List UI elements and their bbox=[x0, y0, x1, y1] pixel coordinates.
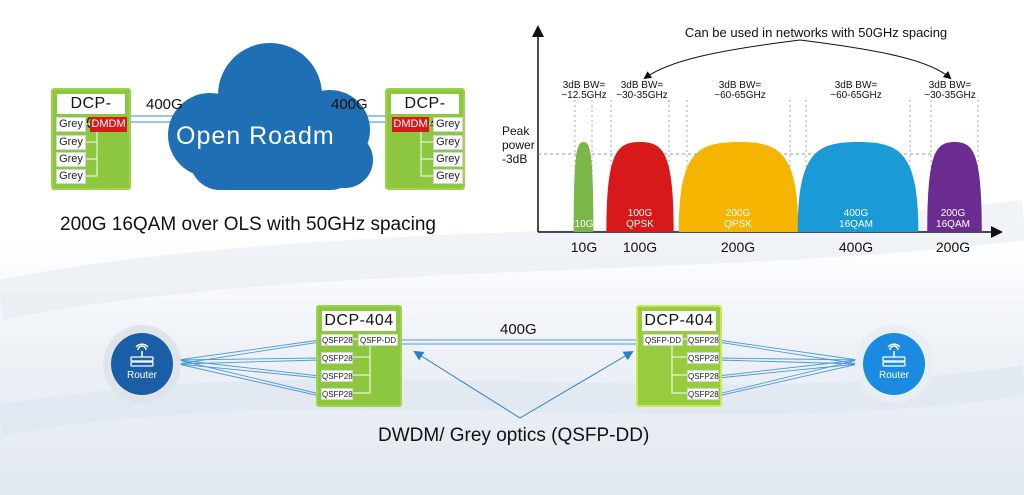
spectrum-channel-2 bbox=[606, 142, 674, 232]
spectrum-chart: Can be used in networks with 50GHz spaci… bbox=[502, 25, 1003, 255]
annotation-arrow-left bbox=[643, 39, 801, 80]
cloud-shape bbox=[168, 43, 373, 190]
spectrum-channel-4 bbox=[797, 142, 919, 232]
spectrum-channel-1 bbox=[573, 142, 594, 232]
bw-label: ~30-35GHz bbox=[924, 90, 975, 101]
axis-label: 400G bbox=[839, 239, 873, 255]
channel-inner-label: 400G bbox=[844, 208, 869, 219]
top-left-caption: 200G 16QAM over OLS with 50GHz spacing bbox=[60, 214, 436, 235]
link-label-left: 400G bbox=[146, 96, 183, 113]
port-qsfp28: QSFP28 bbox=[321, 370, 353, 382]
dcp-title: DCP-404 bbox=[642, 311, 716, 331]
peak-label-2: power bbox=[502, 138, 535, 152]
open-roadm-links bbox=[130, 43, 394, 190]
bottom-caption: DWDM/ Grey optics (QSFP-DD) bbox=[378, 425, 650, 446]
bw-label: ~60-65GHz bbox=[830, 90, 881, 101]
router-disc bbox=[863, 333, 925, 395]
port-qsfp28: QSFP28 bbox=[687, 334, 719, 346]
router-right: Router bbox=[855, 325, 933, 403]
dcp-404-top-left: DCP-404 Grey Grey Grey Grey DMDM bbox=[51, 88, 131, 190]
peak-label-1: Peak bbox=[502, 124, 530, 138]
router-disc bbox=[111, 333, 173, 395]
dmdm-module: DMDM bbox=[392, 117, 429, 132]
bottom-links bbox=[177, 339, 859, 419]
spectrum-channel-5 bbox=[927, 142, 982, 232]
port-grey: Grey bbox=[433, 117, 463, 132]
spectrum-annotation: Can be used in networks with 50GHz spaci… bbox=[685, 25, 947, 40]
bw-label: 3dB BW= bbox=[835, 80, 878, 91]
port-qsfp-dd: QSFP-DD bbox=[643, 334, 683, 346]
port-grey: Grey bbox=[433, 152, 463, 167]
dcp-title: DCP-404 bbox=[322, 311, 396, 331]
router-label: Router bbox=[878, 370, 909, 381]
port-qsfp28: QSFP28 bbox=[321, 388, 353, 400]
router-left: Router bbox=[103, 325, 181, 403]
port-qsfp28: QSFP28 bbox=[321, 334, 353, 346]
port-grey: Grey bbox=[56, 169, 86, 184]
bw-label: ~12.5GHz bbox=[561, 90, 606, 101]
router-icon bbox=[130, 343, 154, 367]
bw-label: ~60-65GHz bbox=[714, 90, 765, 101]
channel-inner-label: 200G bbox=[726, 208, 751, 219]
port-grey: Grey bbox=[433, 169, 463, 184]
channel-inner-label: 100G bbox=[628, 208, 653, 219]
bw-label: 3dB BW= bbox=[929, 80, 972, 91]
bw-label: 3dB BW= bbox=[563, 80, 606, 91]
dcp-404-top-right: DCP-404 DMDM Grey Grey Grey Grey bbox=[385, 88, 465, 190]
peak-label-3: -3dB bbox=[502, 152, 527, 166]
port-qsfp-dd: QSFP-DD bbox=[358, 334, 398, 346]
bw-label: 3dB BW= bbox=[719, 80, 762, 91]
axis-label: 10G bbox=[571, 239, 597, 255]
port-qsfp28: QSFP28 bbox=[321, 352, 353, 364]
axis-label: 200G bbox=[936, 239, 970, 255]
port-grey: Grey bbox=[433, 135, 463, 150]
bw-label: 3dB BW= bbox=[621, 80, 664, 91]
router-label: Router bbox=[126, 370, 157, 381]
port-grey: Grey bbox=[56, 135, 86, 150]
link-label-right: 400G bbox=[331, 96, 368, 113]
router-icon bbox=[882, 343, 906, 367]
axis-label: 200G bbox=[721, 239, 755, 255]
channel-inner-label: 10G bbox=[575, 219, 594, 230]
bw-label: ~30-35GHz bbox=[616, 90, 667, 101]
port-qsfp28: QSFP28 bbox=[687, 370, 719, 382]
channel-inner-label: 16QAM bbox=[839, 219, 873, 230]
spectrum-channel-3 bbox=[678, 142, 799, 232]
bottom-link-label: 400G bbox=[500, 321, 537, 338]
channel-inner-label: QPSK bbox=[724, 219, 752, 230]
channel-inner-label: QPSK bbox=[626, 219, 654, 230]
port-qsfp28: QSFP28 bbox=[687, 352, 719, 364]
axis-label: 100G bbox=[623, 239, 657, 255]
channel-inner-label: 16QAM bbox=[936, 219, 970, 230]
dcp-404-bottom-left: DCP-404 QSFP28 QSFP28 QSFP28 QSFP28 QSFP… bbox=[316, 305, 402, 407]
port-qsfp28: QSFP28 bbox=[687, 388, 719, 400]
cloud-label: Open Roadm bbox=[176, 122, 335, 150]
dcp-404-bottom-right: DCP-404 QSFP-DD QSFP28 QSFP28 QSFP28 QSF… bbox=[636, 305, 722, 407]
annotation-arrow-right bbox=[799, 39, 952, 80]
port-grey: Grey bbox=[56, 117, 86, 132]
channel-inner-label: 200G bbox=[941, 208, 966, 219]
dmdm-module: DMDM bbox=[90, 117, 127, 132]
spectrum-channels bbox=[573, 142, 982, 232]
port-grey: Grey bbox=[56, 152, 86, 167]
